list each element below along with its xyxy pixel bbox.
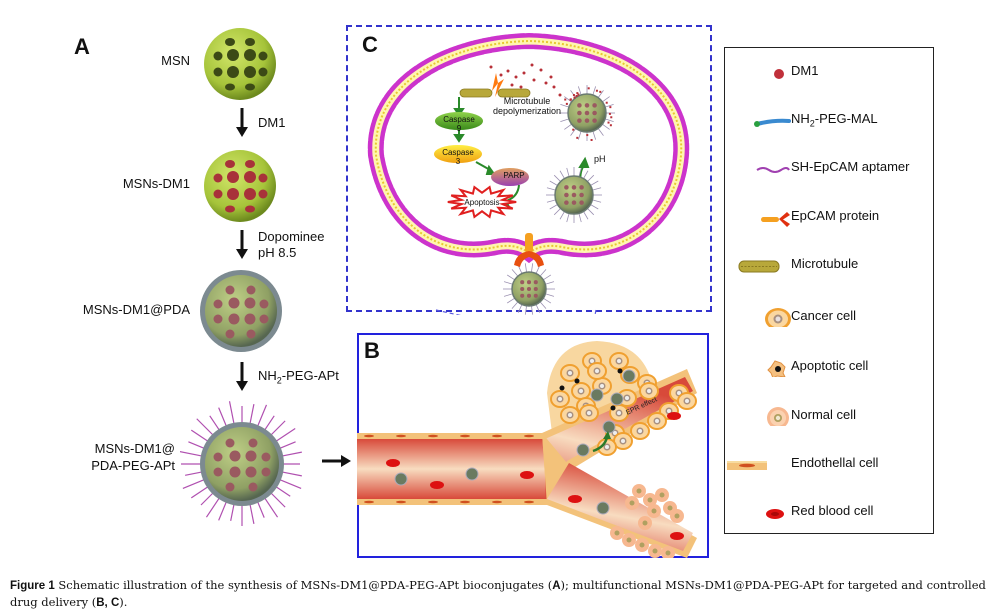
dm1-dot-icon — [745, 62, 795, 82]
step-label-dopamine: Dopominee pH 8.5 — [258, 229, 325, 261]
legend-label: Cancer cell — [791, 308, 856, 323]
red-blood-cell — [667, 412, 681, 420]
red-blood-cell-icon — [745, 502, 795, 522]
step-label-dopamine-line2: pH 8.5 — [258, 245, 325, 261]
legend-item-red-blood-cell: Red blood cell — [725, 500, 933, 524]
internalized-particle — [546, 167, 602, 223]
caption-text-1: Schematic illustration of the synthesis … — [55, 578, 552, 592]
down-arrow-icon — [236, 362, 248, 392]
legend-item-normal-cell: Normal cell — [725, 404, 933, 428]
microtubule-icon — [735, 255, 785, 275]
legend-item-cancer-cell: Cancer cell — [725, 305, 933, 329]
cancer-cell-icon — [745, 307, 795, 327]
peg-apt-text: -PEG-APt — [282, 368, 339, 383]
binding-particle — [503, 263, 555, 314]
legend-item-apoptotic-cell: Apoptotic cell — [725, 355, 933, 379]
legend-label: Microtubule — [791, 256, 858, 271]
epcam-protein-icon — [745, 207, 795, 227]
legend-item-endothelial-cell: Endothellal cell — [725, 452, 933, 476]
msns-dm1-pda-peg-apt-particle-icon — [180, 398, 304, 526]
figure-label: Figure 1 — [10, 580, 55, 592]
ph-label: pH — [594, 154, 606, 164]
stage-label-msn: MSN — [100, 53, 190, 68]
nanoparticle — [611, 393, 623, 405]
nanoparticle — [591, 389, 603, 401]
peg-mal-text: -PEG-MAL — [815, 111, 878, 126]
apoptotic-cell — [575, 379, 580, 384]
legend-item-dm1: DM1 — [725, 60, 933, 84]
stage-label-final-line1: MSNs-DM1@ — [50, 440, 175, 457]
red-blood-cell — [520, 471, 534, 479]
legend-label: Normal cell — [791, 407, 856, 422]
nanoparticle — [577, 444, 589, 456]
nanoparticle — [603, 421, 615, 433]
nh-text: NH — [791, 111, 810, 126]
legend-item-epcam: EpCAM protein — [725, 205, 933, 229]
apoptotic-cell — [618, 369, 623, 374]
caspase-3-label: Caspase 3 — [440, 148, 476, 166]
normal-cell-icon — [745, 406, 795, 426]
stage-label-final: MSNs-DM1@ PDA-PEG-APt — [50, 440, 175, 474]
red-blood-cell — [568, 495, 582, 503]
panel-a-letter: A — [74, 34, 90, 60]
microtubule-left — [460, 89, 492, 97]
step-label-nh2-peg-apt: NH2-PEG-APt — [258, 368, 339, 386]
microtubule-label-line1: Microtubule — [492, 96, 562, 106]
nanoparticle — [466, 468, 478, 480]
drug-releasing-particle — [559, 85, 615, 141]
legend-item-nh2-peg-mal: NH2-PEG-MAL — [725, 108, 933, 132]
red-blood-cell — [670, 532, 684, 540]
msns-dm1-particle-icon — [200, 146, 280, 226]
caspase-9-label: Caspase 9 — [441, 115, 477, 133]
msns-dm1-pda-particle-icon — [198, 268, 284, 354]
nanoparticle — [597, 502, 609, 514]
caption-text-3: ). — [119, 595, 127, 609]
endothelial-cell-icon — [725, 454, 775, 474]
step-label-dm1: DM1 — [258, 115, 285, 130]
down-arrow-icon — [236, 108, 248, 138]
cell-membrane-diagram — [346, 25, 712, 315]
msn-particle-icon — [200, 24, 280, 104]
right-arrow-icon — [322, 455, 352, 467]
legend-box: DM1 NH2-PEG-MAL SH-EpCAM aptamer EpCAM p… — [724, 47, 934, 534]
nanoparticle — [623, 370, 635, 382]
apoptotic-cell — [560, 386, 565, 391]
stage-label-msns-dm1: MSNs-DM1 — [80, 176, 190, 191]
figure-caption: Figure 1 Schematic illustration of the s… — [10, 577, 1000, 611]
legend-label: DM1 — [791, 63, 818, 78]
caption-ref-a: A — [552, 580, 560, 592]
legend-label: SH-EpCAM aptamer — [791, 159, 909, 174]
microtubule-label-line2: depolymerization — [492, 106, 562, 116]
peg-strand-icon — [745, 110, 795, 130]
red-blood-cell — [430, 481, 444, 489]
step-label-dopamine-line1: Dopominee — [258, 229, 325, 245]
red-blood-cell — [386, 459, 400, 467]
caption-ref-bc: B, C — [96, 597, 119, 609]
legend-label: EpCAM protein — [791, 208, 879, 223]
apoptotic-cell-icon — [745, 357, 795, 377]
apoptosis-label: Apoptosis — [452, 198, 512, 207]
main-vessel-lumen — [357, 439, 547, 499]
legend-item-aptamer: SH-EpCAM aptamer — [725, 156, 933, 180]
microtubule-depolymerization-label: Microtubule depolymerization — [492, 96, 562, 116]
apoptotic-cell — [611, 406, 616, 411]
nanoparticle — [395, 473, 407, 485]
down-arrow-icon — [236, 230, 248, 260]
blood-vessel-diagram — [357, 333, 709, 558]
legend-label: NH2-PEG-MAL — [791, 111, 878, 129]
legend-label: Red blood cell — [791, 503, 873, 518]
stage-label-msns-dm1-pda: MSNs-DM1@PDA — [50, 302, 190, 317]
parp-label: PARP — [496, 171, 532, 180]
stage-label-final-line2: PDA-PEG-APt — [50, 457, 175, 474]
legend-label: Endothellal cell — [791, 455, 878, 470]
aptamer-wave-icon — [745, 158, 795, 178]
legend-item-microtubule: Microtubule — [725, 253, 933, 277]
nh-text: NH — [258, 368, 277, 383]
legend-label: Apoptotic cell — [791, 358, 868, 373]
